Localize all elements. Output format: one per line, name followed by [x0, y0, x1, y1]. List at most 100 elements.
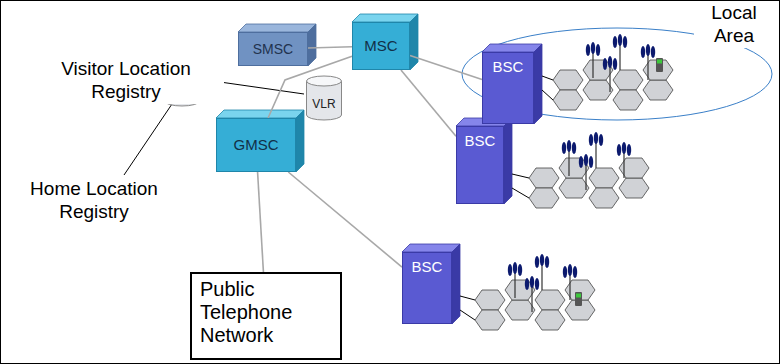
tower-mast — [609, 66, 610, 92]
box-top-face — [238, 24, 316, 32]
tower-mast — [541, 264, 542, 290]
node-label: BSC — [493, 58, 524, 75]
bsc-cell-link — [460, 296, 475, 300]
bsc-box: BSC — [402, 252, 452, 324]
gmsc-box: GMSC — [216, 118, 296, 172]
tower-antenna — [613, 58, 617, 70]
tower-antenna — [622, 142, 626, 154]
cell-hexagon — [535, 310, 565, 330]
tower-mast — [623, 152, 624, 178]
tower-antenna — [589, 134, 593, 146]
cell-hexagon — [529, 168, 559, 188]
tower-antenna — [608, 56, 612, 68]
tower-mast — [568, 150, 569, 176]
msc-box: MSC — [352, 22, 410, 70]
cell-hexagon — [613, 90, 643, 110]
phone-screen — [576, 294, 581, 298]
tower-antenna — [568, 264, 572, 276]
cell-hexagon — [553, 90, 583, 110]
region-label: Local Area — [694, 2, 774, 48]
tower-antenna — [599, 134, 603, 146]
annotation-label: Visitor Location Registry — [28, 58, 224, 104]
tower-antenna — [589, 156, 593, 168]
cell-hexagon — [589, 168, 619, 188]
tower-antenna — [579, 156, 583, 168]
node-label: GMSC — [234, 136, 279, 153]
tower-mast — [585, 164, 586, 190]
annotation-label: Home Location Registry — [20, 178, 168, 224]
tower-antenna — [623, 36, 627, 48]
cell-hexagon — [505, 300, 535, 320]
bsc-cell-link — [512, 174, 529, 178]
tower-antenna — [540, 254, 544, 266]
tower-antenna — [613, 36, 617, 48]
cell-hexagon — [643, 80, 673, 100]
cell-hexagon — [589, 188, 619, 208]
cylinder-body — [307, 81, 342, 120]
tower-mast — [569, 274, 570, 300]
box-side-face — [534, 44, 542, 124]
node-label: BSC — [465, 132, 496, 149]
cell-hexagon — [529, 188, 559, 208]
network-link — [258, 172, 264, 272]
tower-antenna — [618, 34, 622, 46]
bsc-cell-link — [542, 76, 553, 80]
smsc-box: SMSC — [238, 32, 308, 66]
tower-mast — [647, 54, 648, 80]
tower-antenna — [596, 44, 600, 56]
tower-antenna — [573, 266, 577, 278]
box-side-face — [504, 118, 512, 204]
tower-mast — [514, 272, 515, 298]
box-side-face — [308, 24, 316, 66]
tower-antenna — [586, 44, 590, 56]
tower-antenna — [572, 142, 576, 154]
vlr-cylinder: VLR — [306, 76, 342, 120]
cell-hexagon — [583, 80, 613, 100]
cell-hexagon — [619, 178, 649, 198]
node-label: Public Telephone Network — [200, 278, 322, 347]
box-top-face — [352, 14, 418, 22]
tower-antenna — [562, 142, 566, 154]
tower-antenna — [525, 278, 529, 290]
tower-antenna — [584, 154, 588, 166]
cell-cluster — [542, 34, 673, 110]
bsc-cell-link — [460, 310, 475, 320]
phone-screen — [657, 60, 662, 64]
bsc-cell-link — [542, 90, 553, 100]
tower-mast — [619, 44, 620, 70]
box-side-face — [410, 14, 418, 70]
cell-hexagon — [475, 290, 505, 310]
node-label: MSC — [364, 37, 397, 54]
tower-mast — [595, 142, 596, 168]
bsc-cell-link — [512, 188, 529, 198]
tower-antenna — [535, 256, 539, 268]
telephone-network-box: Public Telephone Network — [190, 272, 342, 360]
cell-hexagon — [535, 290, 565, 310]
tower-antenna — [617, 144, 621, 156]
tower-antenna — [567, 140, 571, 152]
network-link — [288, 172, 402, 267]
mobile-phone — [575, 292, 582, 306]
tower-antenna — [646, 44, 650, 56]
bsc-box: BSC — [482, 52, 534, 124]
cell-hexagon — [559, 178, 589, 198]
box-side-face — [296, 110, 304, 172]
tower-antenna — [651, 46, 655, 58]
tower-antenna — [530, 276, 534, 288]
cell-hexagon — [553, 70, 583, 90]
tower-antenna — [591, 42, 595, 54]
tower-antenna — [508, 264, 512, 276]
cell-cluster — [512, 132, 649, 208]
tower-antenna — [518, 264, 522, 276]
tower-antenna — [603, 58, 607, 70]
tower-antenna — [594, 132, 598, 144]
leader-line — [124, 104, 172, 175]
box-top-face — [482, 44, 542, 52]
tower-antenna — [545, 256, 549, 268]
cell-hexagon — [475, 310, 505, 330]
network-link — [410, 56, 482, 80]
tower-antenna — [535, 278, 539, 290]
tower-antenna — [627, 144, 631, 156]
